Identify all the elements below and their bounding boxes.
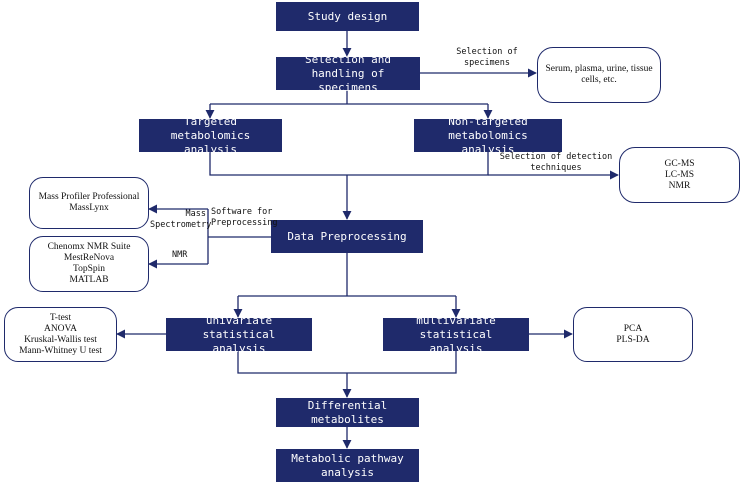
selection-handling-box: Selection and handling of specimens	[276, 53, 420, 94]
study-design-box: Study design	[276, 2, 419, 31]
nmr-label: NMR	[172, 250, 188, 260]
multivariate-analysis-box: multivariate statistical analysis	[383, 314, 529, 355]
targeted-metabolomics-box: Targeted metabolomics analysis	[139, 115, 282, 156]
software-branch-line	[207, 209, 271, 264]
ms-software-box: Mass Profiler Professional MassLynx	[29, 177, 149, 229]
non-targeted-metabolomics-box: Non-targeted metabolomics analysis	[414, 115, 562, 156]
specimen-types-box: Serum, plasma, urine, tissue cells, etc.	[537, 47, 661, 103]
univariate-methods-box: T-test ANOVA Kruskal-Wallis test Mann-Wh…	[4, 307, 117, 362]
metabolic-pathway-box: Metabolic pathway analysis	[276, 449, 419, 482]
merge-line-methods	[209, 152, 489, 176]
mass-spectrometry-label: Mass Spectrometry	[150, 209, 212, 230]
software-for-preprocessing-label: Software for Preprocessing	[211, 207, 278, 228]
multivariate-methods-box: PCA PLS-DA	[573, 307, 693, 362]
data-preprocessing-box: Data Preprocessing	[271, 220, 423, 253]
detection-techniques-box: GC-MS LC-MS NMR	[619, 147, 740, 203]
differential-metabolites-box: Differential metabolites	[276, 398, 419, 427]
univariate-analysis-box: univariate statistical analysis	[166, 314, 312, 355]
nmr-software-box: Chenomx NMR Suite MestReNova TopSpin MAT…	[29, 236, 149, 292]
selection-of-techniques-label: Selection of detection techniques	[499, 152, 613, 173]
selection-of-specimens-label: Selection of specimens	[456, 47, 518, 68]
